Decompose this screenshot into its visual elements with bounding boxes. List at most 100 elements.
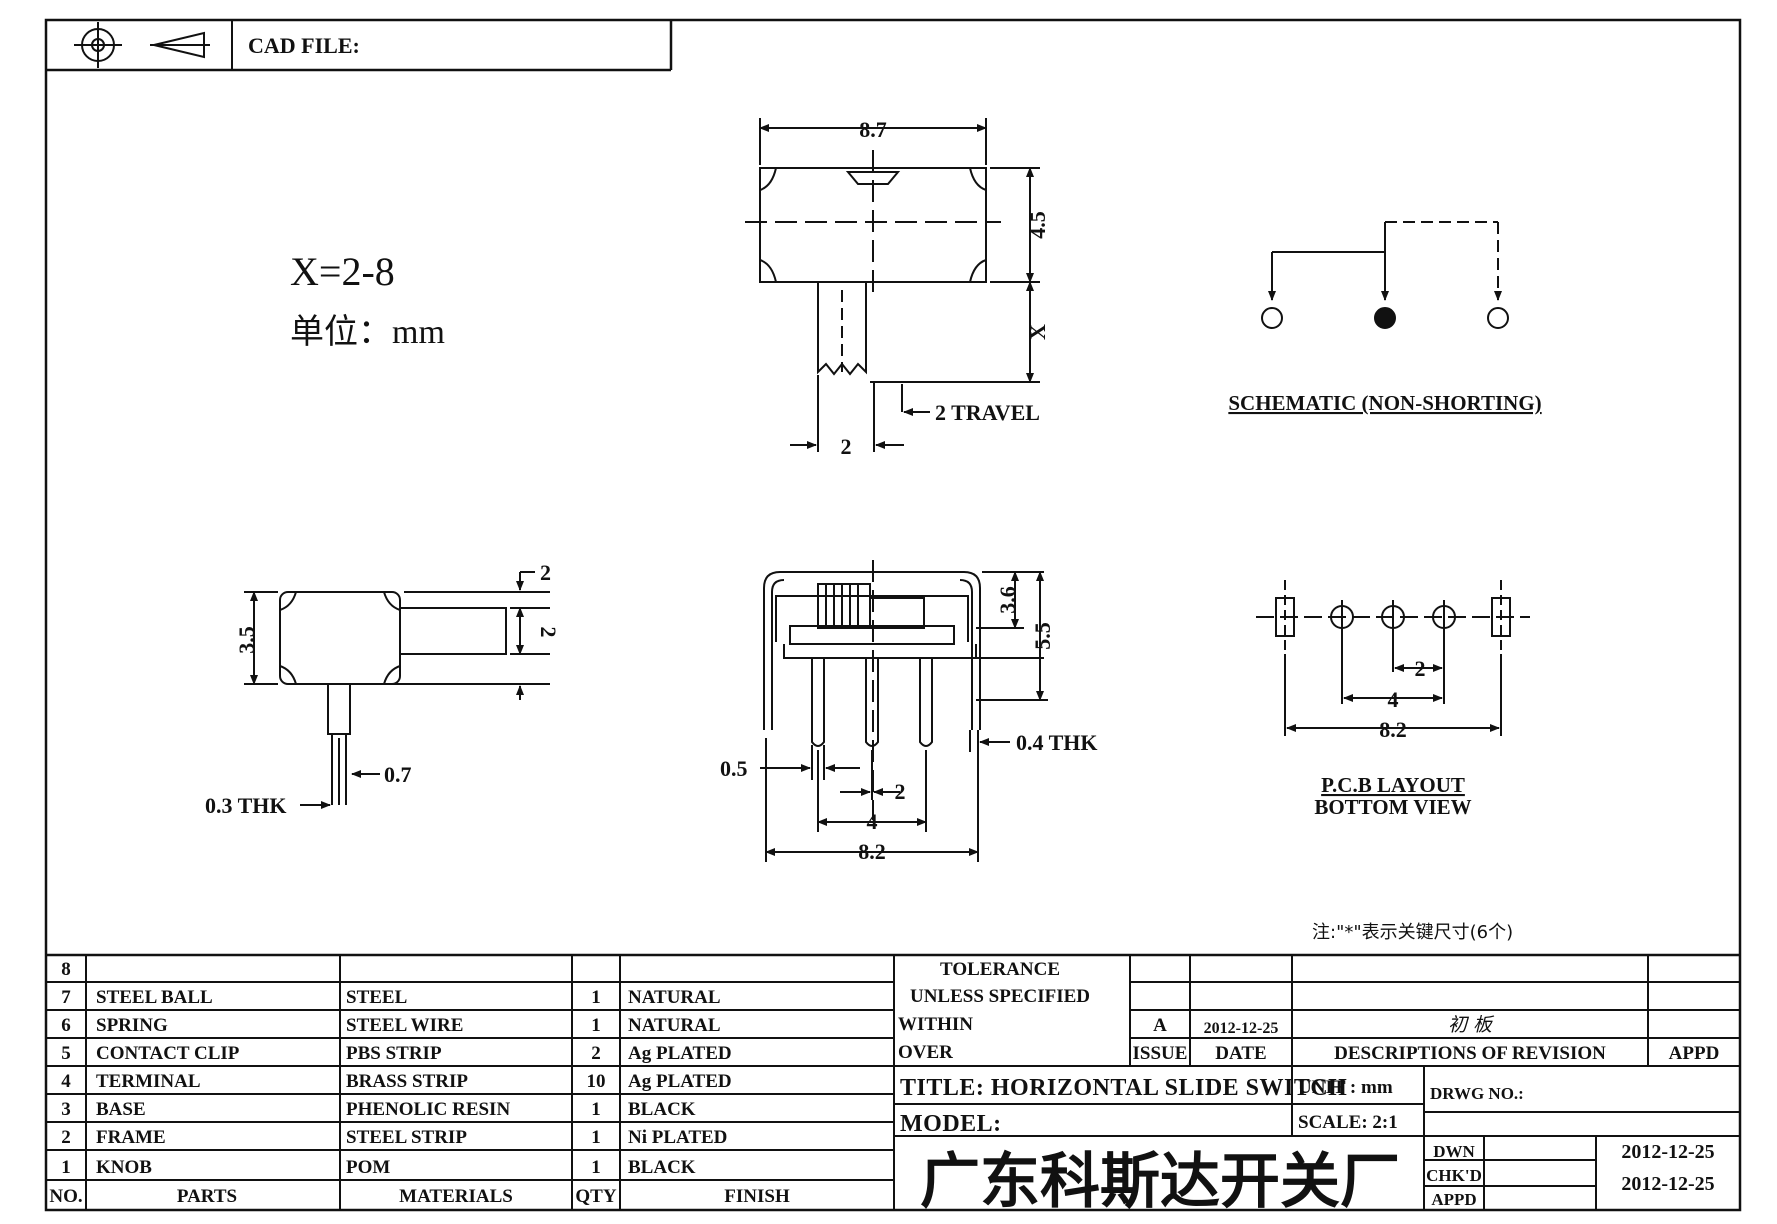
row-material: STEEL STRIP [346,1127,467,1148]
row-qty: 1 [591,987,601,1008]
table-row: 4 TERMINAL BRASS STRIP 10 Ag PLATED [61,1071,731,1092]
row-finish: BLACK [628,1157,696,1178]
row-finish: Ag PLATED [628,1071,732,1092]
dwn-label: DWN [1433,1142,1475,1161]
row-no: 6 [61,1015,71,1036]
table-row: 8 [61,959,71,980]
row-material: PHENOLIC RESIN [346,1099,510,1120]
revision-date: 2012-12-25 [1204,1020,1279,1037]
parts-table [46,953,1740,1210]
scale-field: SCALE: 2:1 [1298,1112,1398,1133]
schematic-drawing [1261,221,1509,329]
table-row: 3 BASE PHENOLIC RESIN 1 BLACK [61,1099,696,1120]
appd-label: APPD [1669,1043,1720,1064]
row-part: BASE [96,1099,146,1120]
row-no: 8 [61,959,71,980]
pcb-span82-dim: 8.2 [1379,717,1407,742]
col-header-no: NO. [49,1186,82,1207]
row-qty: 1 [591,1127,601,1148]
x-range-label: X=2-8 [290,249,395,294]
col-header-finish: FINISH [724,1186,790,1207]
front-thk-dim: 0.4 THK [1016,730,1098,755]
row-no: 1 [61,1157,71,1178]
table-row: 5 CONTACT CLIP PBS STRIP 2 Ag PLATED [61,1043,731,1064]
row-qty: 10 [587,1071,606,1092]
row-qty: 1 [591,1099,601,1120]
row-finish: Ni PLATED [628,1127,727,1148]
row-part: KNOB [96,1157,152,1178]
descriptions-label: DESCRIPTIONS OF REVISION [1334,1043,1606,1064]
unless-specified-label: UNLESS SPECIFIED [910,986,1090,1007]
row-finish: NATURAL [628,1015,721,1036]
row-finish: Ag PLATED [628,1043,732,1064]
unit-label: 单位：mm [290,313,445,351]
key-dimension-note: 注:"*"表示关键尺寸(6个) [1312,922,1513,943]
row-no: 5 [61,1043,71,1064]
chkd-label: CHK'D [1426,1166,1482,1185]
row-part: SPRING [96,1015,168,1036]
row-no: 4 [61,1071,71,1092]
front-span4-dim: 4 [867,809,878,834]
side-view-drawing [244,571,550,809]
table-row: 2 FRAME STEEL STRIP 1 Ni PLATED [61,1127,727,1148]
row-material: PBS STRIP [346,1043,442,1064]
revision-description: 初 板 [1448,1014,1495,1036]
pcb-caption-2: BOTTOM VIEW [1314,795,1471,819]
col-header-parts: PARTS [177,1186,237,1207]
row-part: STEEL BALL [96,987,213,1008]
top-height-dim: 4.5 [1025,211,1050,239]
row-no: 2 [61,1127,71,1148]
date-label: DATE [1215,1043,1266,1064]
within-label: WITHIN [898,1014,973,1035]
top-width-dim: 8.7 [859,117,887,142]
drawing-title: TITLE: HORIZONTAL SLIDE SWITCH [900,1075,1347,1101]
row-part: FRAME [96,1127,166,1148]
top-view-drawing [745,118,1040,452]
row-part: TERMINAL [96,1071,201,1092]
table-row: 7 STEEL BALL STEEL 1 NATURAL [61,987,720,1008]
pin-thk-dim: 0.3 THK [205,793,287,818]
over-label: OVER [898,1042,953,1063]
issue-label: ISSUE [1133,1043,1188,1064]
model-label: MODEL: [900,1111,1002,1137]
row-finish: BLACK [628,1099,696,1120]
dwn-date: 2012-12-25 [1621,1141,1714,1163]
row-qty: 1 [591,1015,601,1036]
title-block [894,955,1740,1210]
row-part: CONTACT CLIP [96,1043,240,1064]
front-pin-width-dim: 0.5 [720,756,748,781]
tolerance-label: TOLERANCE [940,959,1060,980]
row-material: STEEL [346,987,407,1008]
row-material: STEEL WIRE [346,1015,463,1036]
cad-file-label: CAD FILE: [248,33,360,58]
chk-date: 2012-12-25 [1621,1173,1714,1195]
row-material: POM [346,1157,390,1178]
front-pitch-dim: 2 [895,779,906,804]
revision-letter: A [1153,1015,1167,1036]
first-angle-projection-icon [74,22,210,68]
appd-sign-label: APPD [1431,1190,1476,1209]
pcb-pitch-dim: 2 [1415,656,1426,681]
row-qty: 2 [591,1043,601,1064]
row-finish: NATURAL [628,987,721,1008]
col-header-materials: MATERIALS [399,1186,513,1207]
front-h2-dim: 5.5 [1030,622,1055,650]
pin-width-dim: 0.7 [384,762,412,787]
pcb-span4-dim: 4 [1388,687,1399,712]
side-knob-height-dim: 2 [536,627,561,638]
table-row: 6 SPRING STEEL WIRE 1 NATURAL [61,1015,720,1036]
header-block: CAD FILE: [46,20,673,72]
row-no: 7 [61,987,71,1008]
row-no: 3 [61,1099,71,1120]
pcb-layout-drawing [1256,580,1530,736]
knob-width-dim: 2 [841,434,852,459]
unit-field: UNIT : mm [1298,1077,1393,1098]
travel-dim: 2 TRAVEL [935,400,1040,425]
row-material: BRASS STRIP [346,1071,468,1092]
col-header-qty: QTY [575,1186,616,1207]
front-view-drawing [760,560,1048,862]
side-height-dim: 3.5 [234,626,259,654]
